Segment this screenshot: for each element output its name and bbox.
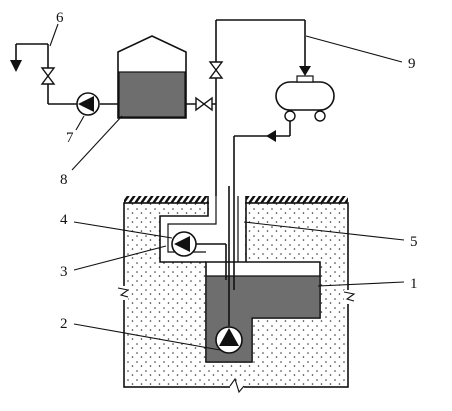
callout-1: 1 <box>410 276 418 292</box>
callout-2: 2 <box>60 316 68 332</box>
storage-tank-8 <box>117 35 187 119</box>
riser-valve-icon <box>208 61 224 79</box>
pump-2 <box>215 186 243 354</box>
tank-feed-line <box>186 96 216 112</box>
leader-lines <box>49 23 405 351</box>
callout-9: 9 <box>408 56 416 72</box>
callouts: 1 2 3 4 5 6 7 8 9 <box>56 10 418 332</box>
pump-7 <box>10 43 118 116</box>
callout-8: 8 <box>60 172 68 188</box>
ground-surface-hatch <box>124 196 348 203</box>
callout-7: 7 <box>66 130 74 146</box>
callout-6: 6 <box>56 10 64 26</box>
callout-5: 5 <box>410 234 418 250</box>
pump-3 <box>171 231 227 280</box>
callout-3: 3 <box>60 264 68 280</box>
compressor-9 <box>233 75 335 290</box>
callout-4: 4 <box>60 212 68 228</box>
